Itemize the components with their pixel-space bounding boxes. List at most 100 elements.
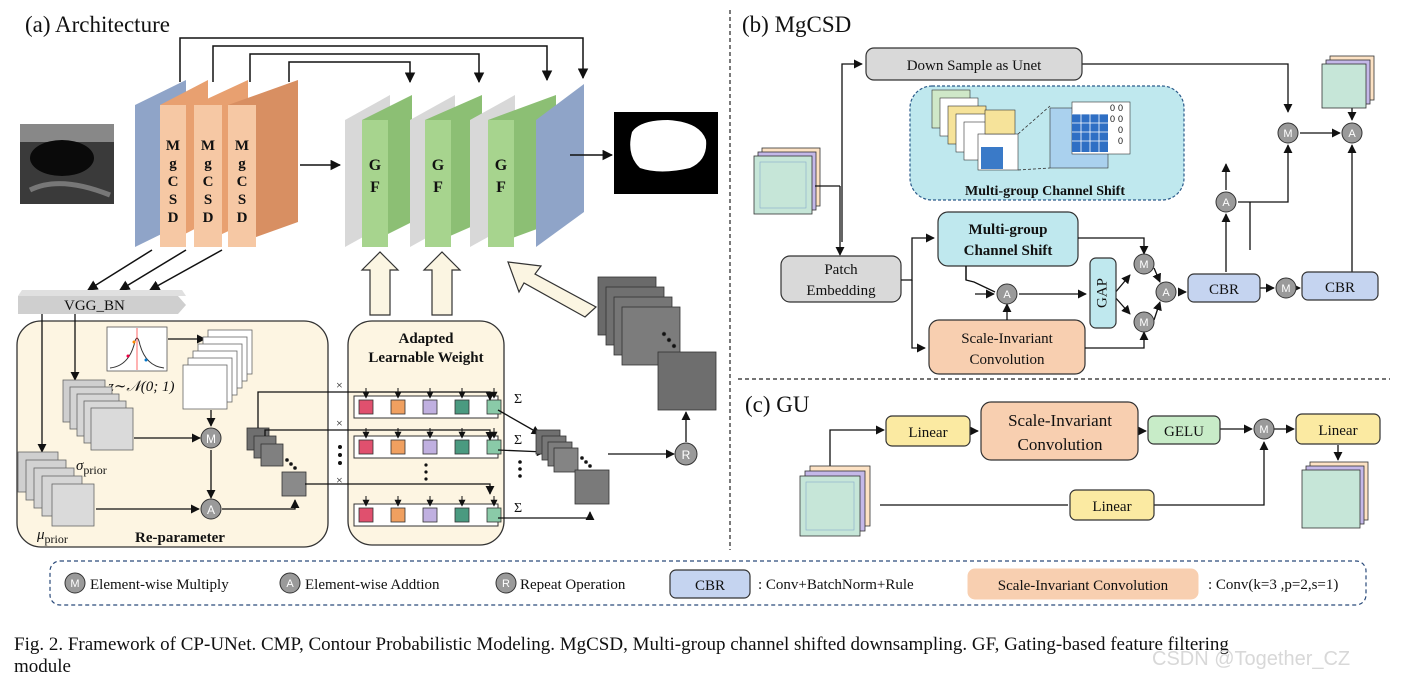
svg-text:M: M bbox=[206, 432, 216, 446]
mgcsd-add-op-1: A bbox=[996, 283, 1018, 305]
output-mask-image bbox=[614, 112, 718, 194]
mgcsd-label-3a: M bbox=[235, 138, 249, 154]
svg-text:0: 0 bbox=[1110, 103, 1115, 113]
decoder-output-feature bbox=[536, 84, 584, 247]
svg-text:Scale-Invariant: Scale-Invariant bbox=[1008, 411, 1112, 430]
figure-caption-line-1: Fig. 2. Framework of CP-UNet. CMP, Conto… bbox=[14, 634, 1229, 655]
downsample-box bbox=[865, 47, 1083, 81]
weight-cell-2-1 bbox=[358, 439, 374, 455]
adapted-weight-panel bbox=[347, 320, 505, 546]
svg-text:M: M bbox=[70, 578, 79, 590]
repeated-map-stack bbox=[597, 276, 717, 411]
mgcsd-output-stack bbox=[1321, 55, 1375, 109]
weight-cell-2-4 bbox=[454, 439, 470, 455]
z-label: z∼𝒩(0; 1) bbox=[107, 379, 175, 395]
mgcsd-add-op-3: A bbox=[1215, 191, 1237, 213]
gf-label-1: G bbox=[369, 157, 382, 174]
svg-text:R: R bbox=[682, 448, 691, 462]
gf-label-3: G bbox=[495, 157, 508, 174]
vertical-dots bbox=[338, 445, 522, 481]
svg-text:g: g bbox=[238, 156, 246, 172]
weight-cell-1-4 bbox=[454, 399, 470, 415]
svg-text:M: M bbox=[1283, 128, 1292, 140]
svg-text:D: D bbox=[168, 210, 179, 226]
mgcsd-multiply-op-2: M bbox=[1133, 311, 1155, 333]
reparam-multiply-op: M bbox=[200, 427, 222, 449]
svg-text:A: A bbox=[286, 578, 294, 590]
svg-text:A: A bbox=[1222, 197, 1230, 209]
gu-input-stack bbox=[799, 465, 871, 537]
svg-text:M: M bbox=[1139, 317, 1148, 329]
svg-text:F: F bbox=[496, 179, 506, 196]
reparam-add-op: A bbox=[200, 498, 222, 520]
svg-text:g: g bbox=[169, 156, 177, 172]
mu-label: μprior bbox=[36, 527, 68, 546]
sum-1: Σ bbox=[514, 392, 522, 407]
svg-text:M: M bbox=[1139, 259, 1148, 271]
legend-add-label: Element-wise Addtion bbox=[305, 577, 440, 593]
svg-text:S: S bbox=[169, 192, 177, 208]
svg-text:R: R bbox=[502, 578, 510, 590]
weight-cell-3-3 bbox=[422, 507, 438, 523]
skip-connections bbox=[179, 37, 589, 84]
svg-text:g: g bbox=[204, 156, 212, 172]
gap-box bbox=[1089, 257, 1117, 329]
svg-text:GELU: GELU bbox=[1164, 424, 1204, 440]
weight-cell-3-4 bbox=[454, 507, 470, 523]
weight-cell-3-1 bbox=[358, 507, 374, 523]
sum-3: Σ bbox=[514, 501, 522, 516]
weight-cell-2-3 bbox=[422, 439, 438, 455]
svg-text:CBR: CBR bbox=[695, 578, 725, 594]
svg-text:Scale-Invariant Convolution: Scale-Invariant Convolution bbox=[998, 578, 1169, 594]
svg-text:Convolution: Convolution bbox=[1017, 435, 1103, 454]
svg-text:F: F bbox=[433, 179, 443, 196]
vgg-arrows bbox=[87, 249, 223, 291]
mgcsd-multiply-op-1: M bbox=[1133, 253, 1155, 275]
svg-text:D: D bbox=[237, 210, 248, 226]
svg-text:Linear: Linear bbox=[1318, 423, 1357, 439]
shift-grid bbox=[1049, 101, 1131, 169]
svg-text:CBR: CBR bbox=[1325, 280, 1355, 296]
mgcsd-input-stack bbox=[753, 147, 821, 215]
legend-add-icon: A bbox=[279, 572, 301, 594]
cbr-box-2 bbox=[1301, 271, 1379, 301]
mgcsd-multiply-op-3: M bbox=[1277, 122, 1299, 144]
weight-cell-2-2 bbox=[390, 439, 406, 455]
svg-text:Embedding: Embedding bbox=[806, 283, 876, 299]
reparam-label: Re-parameter bbox=[135, 530, 225, 546]
weight-cell-1-1 bbox=[358, 399, 374, 415]
mcs-box bbox=[937, 211, 1079, 267]
title-architecture: (a) Architecture bbox=[25, 12, 170, 37]
weight-cell-3-2 bbox=[390, 507, 406, 523]
reparam-panel bbox=[16, 320, 329, 548]
adapted-title-2: Learnable Weight bbox=[368, 350, 483, 366]
svg-text:Channel Shift: Channel Shift bbox=[964, 243, 1053, 259]
vgg-bn-bar bbox=[18, 290, 186, 314]
gu-linear-box-3 bbox=[1295, 413, 1381, 445]
title-gu: (c) GU bbox=[745, 392, 810, 417]
legend-repeat-label: Repeat Operation bbox=[520, 577, 626, 593]
weight-cell-1-3 bbox=[422, 399, 438, 415]
svg-text:CBR: CBR bbox=[1209, 282, 1239, 298]
gu-linear-box-2 bbox=[1069, 489, 1155, 521]
vgg-label: VGG_BN bbox=[64, 298, 125, 314]
svg-text:A: A bbox=[1162, 287, 1170, 299]
gelu-box bbox=[1147, 415, 1221, 445]
svg-text:C: C bbox=[203, 174, 214, 190]
mcs-illustration-title: Multi-group Channel Shift bbox=[965, 184, 1125, 199]
gf-label-2: G bbox=[432, 157, 445, 174]
svg-text:Convolution: Convolution bbox=[969, 352, 1045, 368]
gf-block-1 bbox=[345, 95, 412, 247]
legend-multiply-label: Element-wise Multiply bbox=[90, 577, 229, 593]
sigma-label: σprior bbox=[76, 458, 107, 477]
input-ultrasound-image bbox=[20, 124, 114, 204]
legend-cbr-desc: : Conv+BatchNorm+Rule bbox=[758, 577, 914, 593]
cbr-box-1 bbox=[1187, 273, 1261, 303]
svg-text:0: 0 bbox=[1118, 136, 1123, 146]
svg-text:0: 0 bbox=[1118, 103, 1123, 113]
figure-caption-line-2: module bbox=[14, 656, 71, 677]
svg-text:0: 0 bbox=[1110, 114, 1115, 124]
svg-text:Linear: Linear bbox=[1092, 499, 1131, 515]
svg-text:Multi-group: Multi-group bbox=[969, 222, 1048, 238]
aggregated-stack bbox=[535, 429, 610, 505]
